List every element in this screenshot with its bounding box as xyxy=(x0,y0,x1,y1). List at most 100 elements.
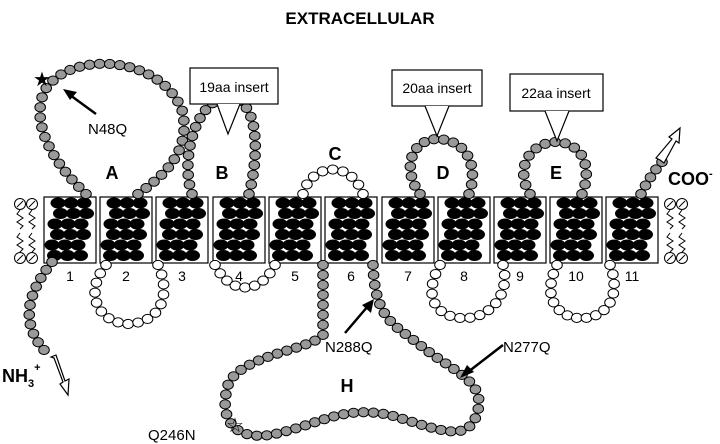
n-terminal-tail xyxy=(23,256,58,356)
residue-bead xyxy=(270,428,283,439)
residue-bead xyxy=(73,61,86,72)
residue-bead xyxy=(566,250,581,261)
residue-bead xyxy=(334,208,349,219)
helix-number: 8 xyxy=(460,268,468,284)
residue-bead xyxy=(76,229,91,240)
residue-bead xyxy=(639,180,652,191)
residue-bead xyxy=(585,208,600,219)
residue-bead xyxy=(34,112,47,123)
residue-bead xyxy=(132,317,144,328)
residue-bead xyxy=(295,239,311,251)
residue-bead xyxy=(186,131,199,142)
residue-bead xyxy=(367,407,380,418)
residue-bead xyxy=(176,135,189,146)
residue-bead xyxy=(278,208,293,219)
insert-label: 22aa insert xyxy=(521,85,590,101)
residue-bead xyxy=(374,299,386,310)
residue-bead xyxy=(415,340,428,352)
loop-label-c: C xyxy=(329,144,342,164)
residue-bead xyxy=(354,218,370,230)
residue-bead xyxy=(513,197,529,209)
residue-bead xyxy=(132,197,148,209)
residue-bead xyxy=(513,229,528,240)
helix-11: 11 xyxy=(605,196,659,284)
residue-bead xyxy=(34,102,46,113)
residue-bead xyxy=(301,179,313,190)
residue-bead xyxy=(500,197,516,209)
residue-bead xyxy=(454,250,469,261)
residue-bead xyxy=(242,250,257,261)
residue-bead xyxy=(70,239,86,251)
residue-bead xyxy=(30,281,42,292)
residue-bead xyxy=(404,161,417,172)
residue-bead xyxy=(404,208,419,219)
loop-label-d: D xyxy=(437,163,450,183)
residue-bead xyxy=(451,239,467,251)
residue-bead xyxy=(464,312,476,323)
residue-bead xyxy=(401,229,416,240)
residue-bead xyxy=(64,64,76,76)
residue-bead xyxy=(622,250,637,261)
residue-bead xyxy=(40,264,52,275)
residue-bead xyxy=(445,426,457,437)
residue-bead xyxy=(76,197,92,209)
residue-bead xyxy=(176,105,188,116)
residue-bead xyxy=(39,131,51,143)
residue-bead xyxy=(435,305,448,317)
residue-bead xyxy=(43,141,55,152)
residue-bead xyxy=(272,250,287,261)
residue-bead xyxy=(133,65,146,76)
residue-bead xyxy=(650,164,662,175)
residue-bead xyxy=(410,143,423,154)
residue-bead xyxy=(245,197,261,209)
residue-bead xyxy=(116,250,131,261)
residue-bead xyxy=(185,218,201,230)
residue-bead xyxy=(232,197,248,209)
residue-bead xyxy=(116,218,132,230)
helix-9: 9 xyxy=(493,196,547,284)
residue-bead xyxy=(119,229,134,240)
residue-bead xyxy=(59,166,72,177)
residue-bead xyxy=(57,239,73,251)
residue-bead xyxy=(341,218,357,230)
residue-bead xyxy=(391,322,404,333)
residue-bead xyxy=(186,188,198,200)
residue-bead xyxy=(182,150,195,161)
residue-bead xyxy=(252,355,265,366)
residue-bead xyxy=(470,229,485,240)
residue-bead xyxy=(406,151,418,162)
open-star-icon: ☆ xyxy=(226,415,244,437)
residue-bead xyxy=(519,159,531,170)
residue-bead xyxy=(519,179,532,190)
residue-bead xyxy=(426,288,438,299)
residue-bead xyxy=(470,197,486,209)
residue-bead xyxy=(507,239,523,251)
lipid xyxy=(14,198,26,264)
residue-bead xyxy=(405,171,418,182)
residue-bead xyxy=(36,122,48,133)
residue-bead xyxy=(157,279,170,290)
residue-bead xyxy=(615,208,630,219)
residue-bead xyxy=(112,317,124,328)
loop-c xyxy=(297,164,369,200)
residue-bead xyxy=(377,408,390,419)
residue-bead xyxy=(307,171,320,182)
residue-bead xyxy=(407,334,420,346)
residue-bead xyxy=(635,250,650,261)
residue-bead xyxy=(103,313,115,324)
n277q-annotation: N277Q xyxy=(460,339,551,378)
residue-bead xyxy=(169,239,185,251)
residue-bead xyxy=(497,259,509,271)
mutation-label: N48Q xyxy=(88,121,127,138)
residue-bead xyxy=(352,179,365,190)
residue-bead xyxy=(316,166,329,177)
residue-bead xyxy=(245,111,257,122)
residue-bead xyxy=(172,218,188,230)
helix-6: 6 xyxy=(324,196,378,284)
loop-2-3 xyxy=(89,259,170,330)
residue-bead xyxy=(569,197,585,209)
residue-bead xyxy=(325,239,341,251)
residue-bead xyxy=(465,179,478,190)
residue-bead xyxy=(317,259,329,271)
lipid-bilayer xyxy=(14,198,688,264)
